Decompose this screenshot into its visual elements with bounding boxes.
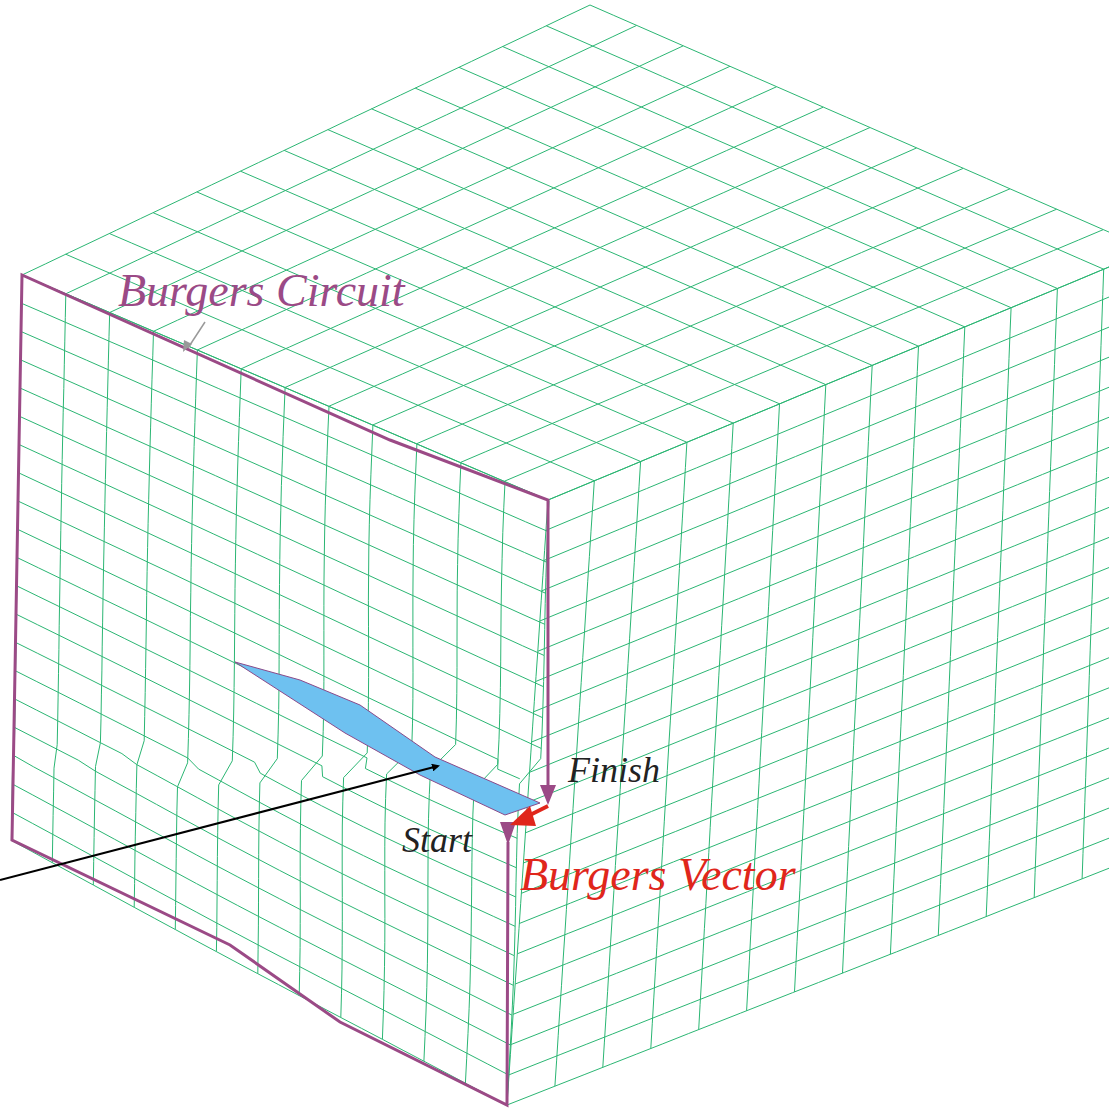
label-pointer-head	[183, 340, 192, 352]
grid-face	[22, 5, 1109, 500]
grid-face	[11, 275, 549, 1105]
finish-arrowhead	[540, 785, 556, 805]
start-arrowhead	[500, 822, 516, 845]
leader-line	[0, 766, 438, 880]
burgers-circuit	[12, 275, 548, 1105]
circuit-label: Burgers Circuit	[118, 268, 405, 314]
grid-face	[507, 250, 1109, 1105]
slip-plane	[235, 662, 540, 815]
lattice-grid	[11, 5, 1109, 1105]
vector-label: Burgers Vector	[520, 852, 796, 898]
start-label: Start	[402, 822, 472, 858]
burgers-vector-head	[510, 806, 536, 826]
finish-label: Finish	[568, 752, 660, 788]
